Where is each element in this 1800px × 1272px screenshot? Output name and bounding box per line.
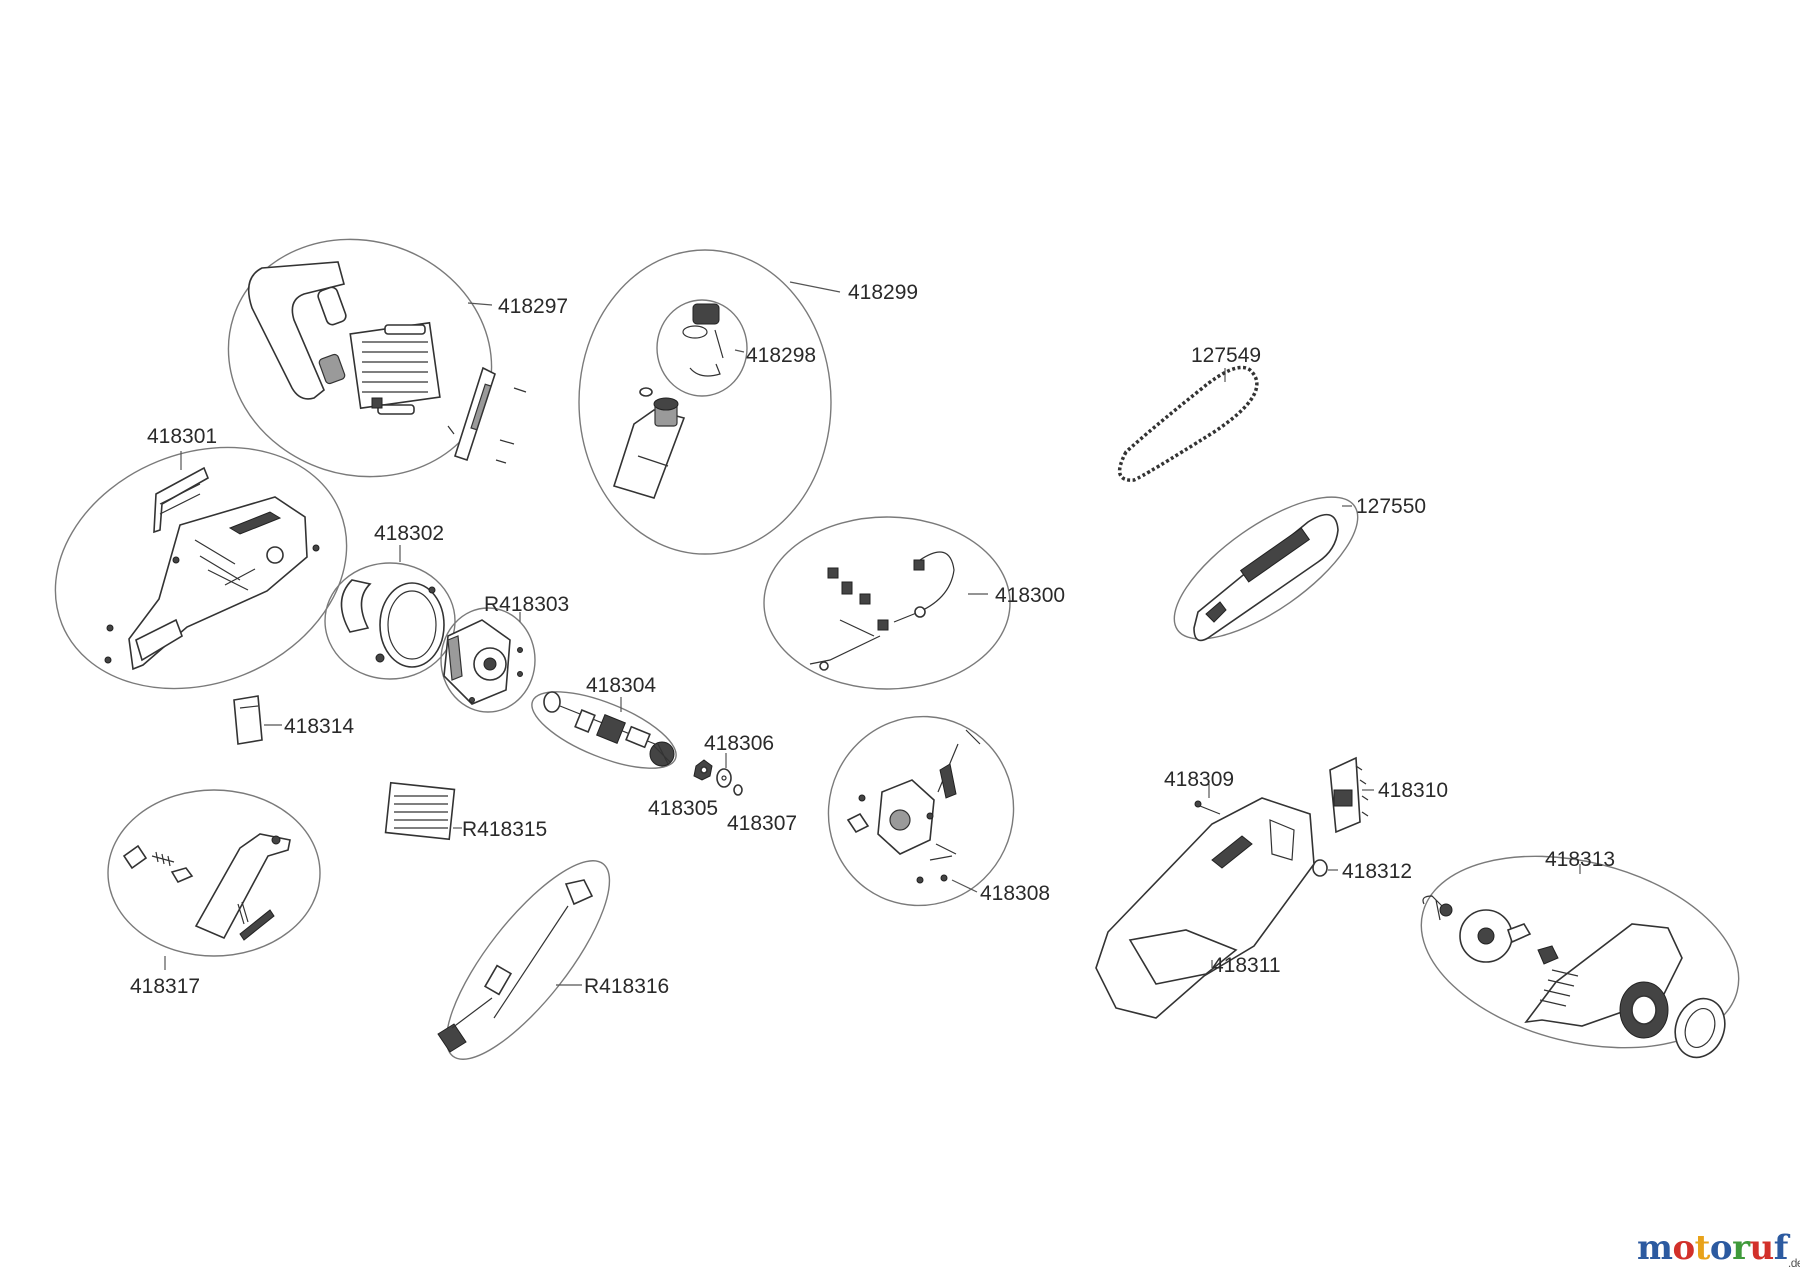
label-R418316: R418316 [584,975,669,998]
group-R418303: R418303 [440,593,569,713]
label-418301: 418301 [147,425,217,448]
group-R418315: R418315 [384,781,547,841]
label-418311: 418311 [1212,954,1281,977]
label-418305: 418305 [648,797,718,820]
label-R418303: R418303 [484,593,569,616]
logo-letter: t [1694,1228,1711,1268]
group-418317: 418317 [107,789,321,998]
group-418304: 418304 [531,674,677,769]
logo-letter: r [1732,1228,1750,1268]
group-418309-418312: 418309 418310 418312 418311 [1095,756,1448,1019]
group-418299: 418299 418298 [578,249,918,555]
logo-letter: o [1672,1228,1695,1268]
label-418308: 418308 [980,882,1050,905]
group-418313: 418313 [1420,848,1740,1059]
group-418305-418307: 418306 418305 418307 [648,732,797,835]
label-418312: 418312 [1342,860,1412,883]
logo-letter: o [1709,1228,1733,1268]
group-418300: 418300 [763,516,1065,690]
label-418300: 418300 [995,584,1065,607]
group-418308: 418308 [827,715,1050,907]
logo-letter: f [1773,1228,1789,1268]
group-418297: 418297 [227,238,568,478]
label-418313: 418313 [1545,848,1615,871]
label-418302: 418302 [374,522,444,545]
group-R418316: R418316 [437,860,669,1060]
label-R418315: R418315 [462,818,547,841]
label-127549: 127549 [1191,344,1261,367]
group-418302: 418302 [324,522,456,680]
label-418307: 418307 [727,812,797,835]
label-418298: 418298 [746,344,816,367]
label-418314: 418314 [284,715,354,738]
label-418297: 418297 [498,295,568,318]
label-418306: 418306 [704,732,774,755]
motoruf-logo: motoruf.de [1637,1228,1800,1270]
logo-letter: m [1637,1228,1673,1268]
group-418301: 418301 [54,425,348,690]
label-418304: 418304 [586,674,656,697]
logo-suffix: .de [1787,1255,1800,1270]
label-418317: 418317 [130,975,200,998]
group-418314: 418314 [233,695,354,745]
group-127549: 127549 [1117,344,1261,482]
group-127550: 127550 [1173,495,1426,642]
logo-letter: u [1749,1228,1775,1268]
label-418310: 418310 [1378,779,1448,802]
label-127550: 127550 [1356,495,1426,518]
logo-wordmark: motoruf [1637,1228,1788,1268]
label-418309: 418309 [1164,768,1234,791]
label-418299: 418299 [848,281,918,304]
